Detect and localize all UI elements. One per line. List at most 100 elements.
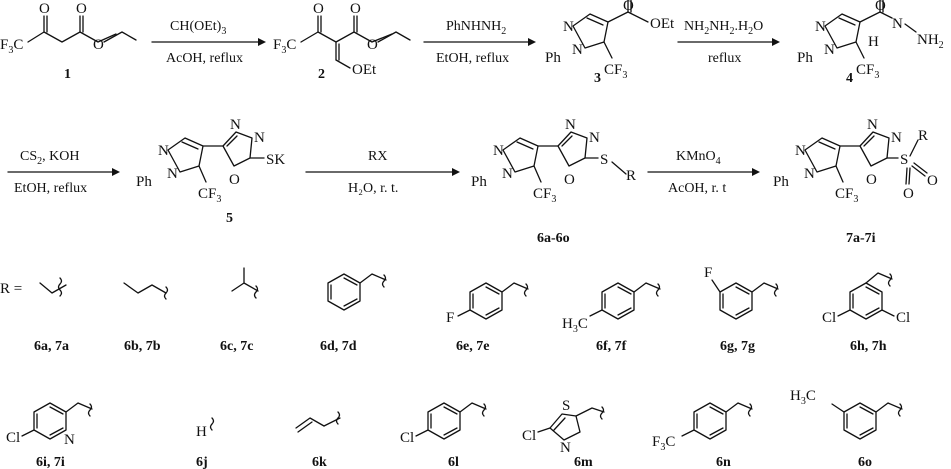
svg-text:Ph: Ph: [797, 50, 813, 66]
svg-text:SK: SK: [266, 152, 285, 168]
svg-text:6b, 7b: 6b, 7b: [124, 339, 161, 354]
svg-text:6i, 7i: 6i, 7i: [36, 455, 65, 469]
svg-text:AcOH, r. t: AcOH, r. t: [668, 181, 726, 196]
svg-text:O: O: [229, 172, 240, 188]
svg-text:N: N: [563, 19, 574, 35]
svg-text:6h, 7h: 6h, 7h: [850, 339, 887, 354]
compound-number-4: 4: [846, 71, 853, 86]
svg-text:O: O: [623, 0, 634, 14]
svg-text:NH2: NH2: [917, 32, 944, 51]
svg-text:O: O: [866, 172, 877, 188]
compound-3: N N Ph O OEt CF3 3: [545, 0, 675, 86]
svg-text:N: N: [565, 117, 576, 133]
svg-text:CH(OEt)3: CH(OEt)3: [170, 19, 226, 37]
svg-text:Cl: Cl: [896, 310, 910, 326]
svg-text:6m: 6m: [574, 455, 593, 469]
svg-text:N: N: [892, 16, 903, 32]
svg-text:6j: 6j: [196, 455, 208, 469]
svg-text:S: S: [600, 152, 608, 168]
r-equals-label: R =: [0, 281, 22, 297]
reaction-arrow-4: CS2, KOH EtOH, reflux: [7, 149, 120, 196]
svg-text:R: R: [918, 128, 928, 144]
r-group-6b: 6b, 7b: [123, 282, 169, 354]
svg-text:OEt: OEt: [352, 62, 377, 78]
svg-text:CF3: CF3: [533, 186, 556, 205]
svg-text:6c, 7c: 6c, 7c: [220, 339, 253, 354]
svg-text:Ph: Ph: [136, 174, 152, 190]
compound-number-1: 1: [64, 67, 71, 82]
svg-text:reflux: reflux: [708, 51, 741, 66]
svg-text:N: N: [493, 143, 504, 159]
svg-text:NH2NH2.H2O: NH2NH2.H2O: [684, 19, 763, 37]
svg-text:O: O: [564, 172, 575, 188]
compound-number-5: 5: [226, 211, 233, 226]
svg-text:H: H: [868, 34, 879, 50]
svg-text:N: N: [867, 117, 878, 133]
r-group-6n: F3C 6n: [652, 402, 753, 469]
svg-text:6a, 7a: 6a, 7a: [34, 339, 69, 354]
r-group-6h: Cl Cl 6h, 7h: [822, 272, 910, 354]
svg-text:Cl: Cl: [400, 430, 414, 446]
svg-text:R: R: [626, 168, 636, 184]
r-group-6l: Cl 6l: [400, 402, 487, 469]
svg-text:Cl: Cl: [6, 430, 20, 446]
svg-text:CF3: CF3: [198, 186, 221, 205]
svg-text:N: N: [230, 117, 241, 133]
svg-text:Cl: Cl: [522, 428, 536, 444]
svg-text:N: N: [795, 143, 806, 159]
r-group-6c: 6c, 7c: [220, 267, 259, 354]
svg-text:CS2, KOH: CS2, KOH: [20, 149, 79, 167]
compound-number-7: 7a-7i: [846, 231, 876, 246]
svg-text:O: O: [367, 37, 378, 53]
svg-text:O: O: [93, 37, 104, 53]
svg-text:N: N: [502, 166, 513, 182]
svg-text:N: N: [167, 166, 178, 182]
reaction-arrow-2: PhNHNH2 EtOH, reflux: [423, 19, 536, 66]
svg-text:N: N: [589, 130, 600, 146]
svg-text:Cl: Cl: [822, 310, 836, 326]
r-group-6f: H3C 6f, 7f: [562, 282, 661, 354]
svg-text:AcOH, reflux: AcOH, reflux: [166, 51, 243, 66]
svg-text:N: N: [572, 42, 583, 58]
svg-text:S: S: [900, 152, 908, 168]
reaction-arrow-5: RX H₂O, r. t.: [305, 149, 460, 196]
r-group-6j: H 6j: [196, 417, 215, 469]
r-group-6g: F 6g, 7g: [704, 265, 779, 354]
svg-text:EtOH, reflux: EtOH, reflux: [436, 51, 509, 66]
svg-text:O: O: [313, 1, 324, 17]
compound-6: N N Ph N N O S R CF3 6a-6o: [471, 117, 636, 246]
svg-text:F3C: F3C: [652, 434, 675, 453]
svg-text:6o: 6o: [858, 455, 872, 469]
svg-text:KMnO4: KMnO4: [676, 149, 721, 167]
svg-text:N: N: [64, 432, 75, 448]
svg-text:6f, 7f: 6f, 7f: [596, 339, 627, 354]
compound-number-6: 6a-6o: [537, 231, 570, 246]
reaction-arrow-3: NH2NH2.H2O reflux: [677, 19, 780, 66]
svg-text:CF3: CF3: [604, 62, 627, 81]
svg-text:N: N: [891, 130, 902, 146]
svg-text:N: N: [254, 130, 265, 146]
svg-text:S: S: [562, 398, 570, 414]
compound-number-3: 3: [594, 71, 601, 86]
r-group-6m: S N Cl 6m: [522, 398, 605, 469]
compound-1: F3C O O O 1: [0, 1, 137, 82]
svg-text:O: O: [350, 1, 361, 17]
svg-text:N: N: [815, 19, 826, 35]
svg-text:F: F: [704, 265, 712, 281]
svg-text:Ph: Ph: [545, 50, 561, 66]
svg-text:EtOH, reflux: EtOH, reflux: [14, 181, 87, 196]
r-group-6e: F 6e, 7e: [446, 282, 529, 354]
svg-text:H3C: H3C: [790, 388, 816, 407]
compound-2: F3C O O O OEt 2: [273, 1, 411, 82]
svg-text:N: N: [804, 166, 815, 182]
svg-text:H₂O, r. t.: H₂O, r. t.: [348, 181, 398, 196]
svg-text:O: O: [927, 173, 938, 189]
svg-text:F: F: [446, 310, 454, 326]
svg-text:6d, 7d: 6d, 7d: [320, 339, 357, 354]
svg-text:Ph: Ph: [471, 174, 487, 190]
svg-text:H3C: H3C: [562, 316, 588, 335]
svg-text:H: H: [196, 424, 207, 440]
r-group-6d: 6d, 7d: [320, 273, 387, 354]
svg-text:O: O: [903, 186, 914, 202]
